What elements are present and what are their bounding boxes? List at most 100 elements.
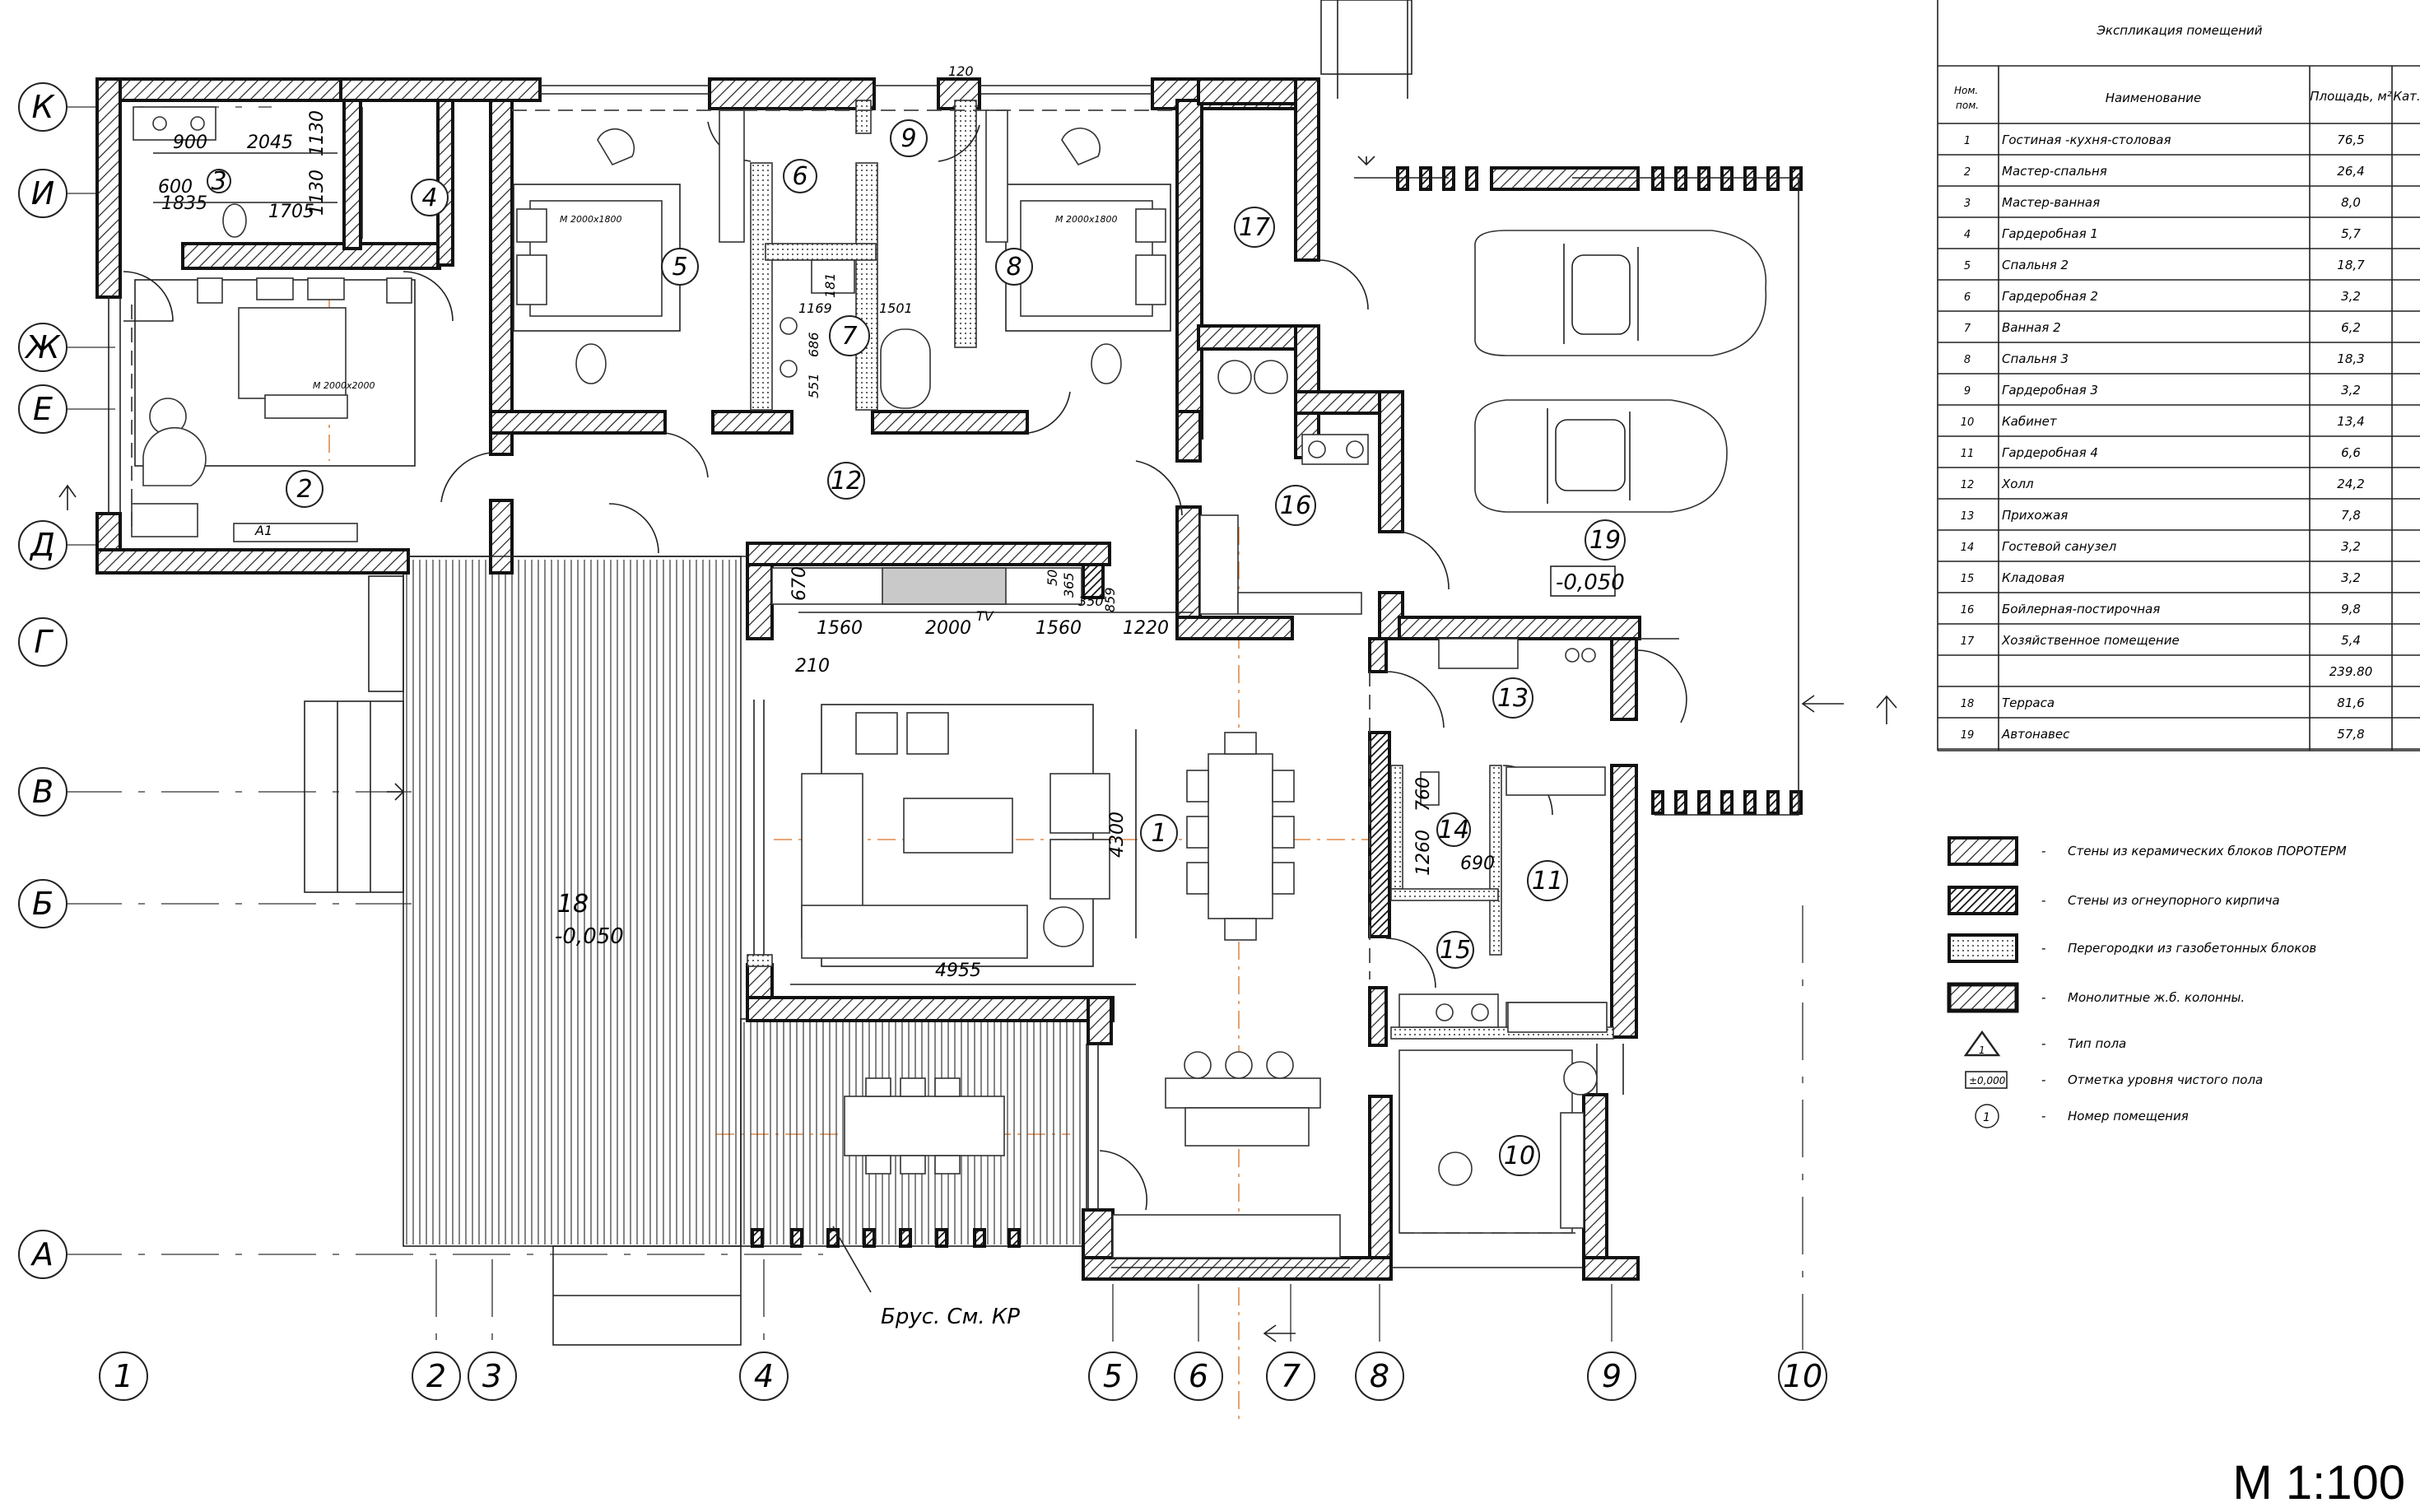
- dim-text: 900: [173, 133, 207, 153]
- dim-text: 4300: [1107, 812, 1128, 858]
- dim-text: 1835: [161, 193, 207, 214]
- table-cell-name: Бойлерная-постирочная: [2002, 602, 2160, 616]
- legend-dash: -: [2041, 941, 2045, 956]
- dim-text: 1560: [1035, 618, 1082, 639]
- room-number: 4: [421, 184, 437, 212]
- grid-axis-number: 9: [1602, 1358, 1622, 1394]
- table-cell-area: 24,2: [2337, 477, 2364, 491]
- grid-axis-number: 4: [754, 1358, 774, 1394]
- legend-room-mark: 1: [1983, 1111, 1990, 1124]
- carport-level: -0,050: [1556, 570, 1625, 595]
- room-number: 19: [1589, 526, 1621, 555]
- dim-text: 181: [822, 272, 838, 298]
- svg-text:1: 1: [1979, 1044, 1985, 1056]
- legend-dash: -: [2041, 844, 2045, 858]
- table-cell-name: Гардеробная 3: [2002, 383, 2098, 398]
- table-cell-area: 18,7: [2337, 258, 2365, 272]
- table-col-name: Наименование: [2106, 91, 2202, 105]
- dim-text: 686: [806, 332, 821, 357]
- table-cell-area: 7,8: [2341, 508, 2361, 523]
- grid-axis-letter: Г: [34, 624, 54, 660]
- table-cell-area: 6,6: [2341, 445, 2361, 460]
- table-cell-no: 6: [1964, 291, 1971, 304]
- walls: [95, 77, 1803, 1281]
- dim-text: 1501: [879, 300, 913, 316]
- windows: [108, 0, 1679, 1268]
- direction-arrows: [58, 156, 1897, 1342]
- grid-axis-letter: Ж: [25, 329, 62, 365]
- dimensions: 900 2045 600 1835 1705 1130 1130 120 116…: [153, 63, 1495, 985]
- table-cell-name: Холл: [2001, 477, 2034, 491]
- legend-dash: -: [2041, 990, 2045, 1005]
- table-cell-area: 13,4: [2337, 414, 2364, 429]
- legend-item: Номер помещения: [2068, 1109, 2189, 1124]
- legend-item: Стены из огнеупорного кирпича: [2068, 893, 2280, 908]
- grid-axis-letter: И: [31, 175, 54, 212]
- dim-text: 50: [1045, 570, 1060, 586]
- table-cell-name: Спальня 2: [2002, 258, 2069, 272]
- table-cell-area: 3,2: [2341, 383, 2361, 398]
- table-cell-area: 26,4: [2337, 164, 2364, 179]
- legend-dash: -: [2041, 893, 2045, 908]
- dim-text: 670: [789, 566, 810, 601]
- bed-label: M 2000x2000: [313, 380, 375, 391]
- table-cell-no: 15: [1961, 573, 1975, 585]
- table-cell-name: Гардеробная 1: [2002, 226, 2098, 241]
- car-icon: [1474, 230, 1767, 356]
- table-cell-no: 3: [1964, 198, 1971, 210]
- legend-dash: -: [2041, 1036, 2045, 1051]
- table-cell-name: Гардеробная 2: [2002, 289, 2098, 304]
- dim-text: 760: [1413, 777, 1434, 812]
- legend-item: Стены из керамических блоков ПОРОТЕРМ: [2068, 844, 2347, 858]
- dim-text: 859: [1102, 587, 1118, 612]
- table-col-cat: Кат.: [2393, 89, 2420, 104]
- a1-label: А1: [254, 523, 272, 538]
- table-cell-name: Автонавес: [2001, 727, 2070, 742]
- table-cell-no: 8: [1964, 354, 1971, 366]
- legend-dash: -: [2041, 1072, 2045, 1087]
- grid-axis-number: 5: [1103, 1358, 1123, 1394]
- table-col-area: Площадь, м²: [2310, 89, 2391, 104]
- tv-label: TV: [976, 608, 994, 624]
- table-cell-no: 2: [1964, 166, 1971, 179]
- room-number: 13: [1497, 684, 1529, 713]
- table-col-no: Ном.пом.: [1954, 85, 1979, 111]
- table-cell-no: 9: [1964, 385, 1971, 398]
- terrace-deck: [406, 560, 1081, 1244]
- dim-text: 1220: [1123, 618, 1169, 639]
- grid-axis-number: 8: [1370, 1358, 1389, 1394]
- dim-text: 350: [1078, 593, 1104, 609]
- table-cell-no: 7: [1964, 323, 1971, 335]
- table-cell-area: 239.80: [2329, 664, 2373, 679]
- furniture: [131, 106, 1608, 1258]
- legend: 1 ±0,000 1 - Стены из керамических блоков…: [1947, 836, 2347, 1128]
- room-number: 18: [557, 890, 589, 919]
- legend-level-mark: ±0,000: [1969, 1075, 2006, 1086]
- room-number: 8: [1006, 253, 1022, 281]
- table-cell-name: Прихожая: [2002, 508, 2068, 523]
- room-number: 15: [1440, 936, 1471, 965]
- legend-dash: -: [2041, 1109, 2045, 1124]
- room-number: 14: [1438, 816, 1469, 844]
- room-number: 2: [296, 475, 312, 504]
- room-number: 11: [1532, 867, 1563, 896]
- room-number: 3: [211, 167, 226, 196]
- table-cell-name: Терраса: [2002, 696, 2055, 710]
- legend-item: Тип пола: [2068, 1036, 2126, 1051]
- dim-text: 690: [1460, 854, 1495, 874]
- grid-axis-letter: Б: [32, 886, 54, 922]
- terrace-steps: [304, 575, 742, 1346]
- legend-item: Перегородки из газобетонных блоков: [2068, 941, 2316, 956]
- table-cell-name: Хозяйственное помещение: [2001, 633, 2180, 648]
- table-cell-name: Гардеробная 4: [2002, 445, 2098, 460]
- dim-text: 1560: [817, 618, 863, 639]
- table-cell-no: 18: [1961, 698, 1975, 710]
- table-cell-name: Гостевой санузел: [2002, 539, 2117, 554]
- room-number: 5: [672, 253, 687, 281]
- table-cell-area: 5,7: [2341, 226, 2361, 241]
- room-number: 1: [1151, 819, 1166, 848]
- legend-item: Монолитные ж.б. колонны.: [2068, 990, 2245, 1005]
- grid-axis-number: 2: [426, 1358, 446, 1394]
- grid-axis-letter: Д: [29, 527, 55, 563]
- dim-text: 1130: [307, 110, 328, 156]
